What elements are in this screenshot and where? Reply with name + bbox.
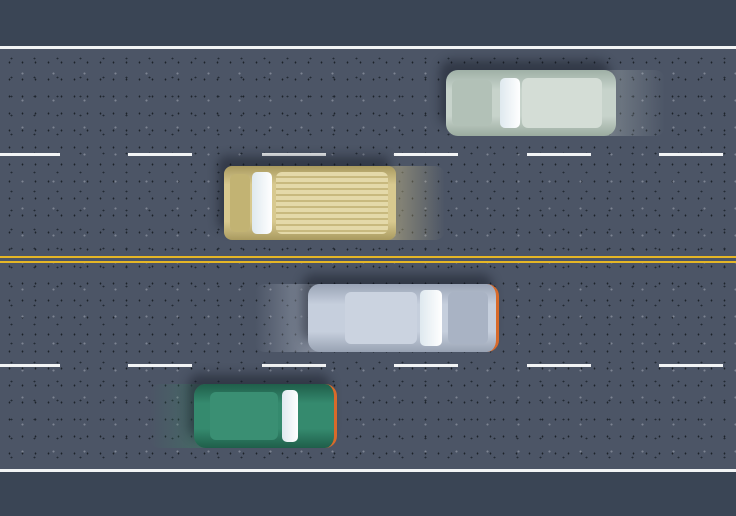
top-shoulder [0, 0, 736, 46]
top-edge-line [0, 46, 736, 49]
bottom-edge-line [0, 469, 736, 472]
center-line-top [0, 256, 736, 258]
bottom-shoulder [0, 472, 736, 516]
center-line-bottom [0, 261, 736, 263]
